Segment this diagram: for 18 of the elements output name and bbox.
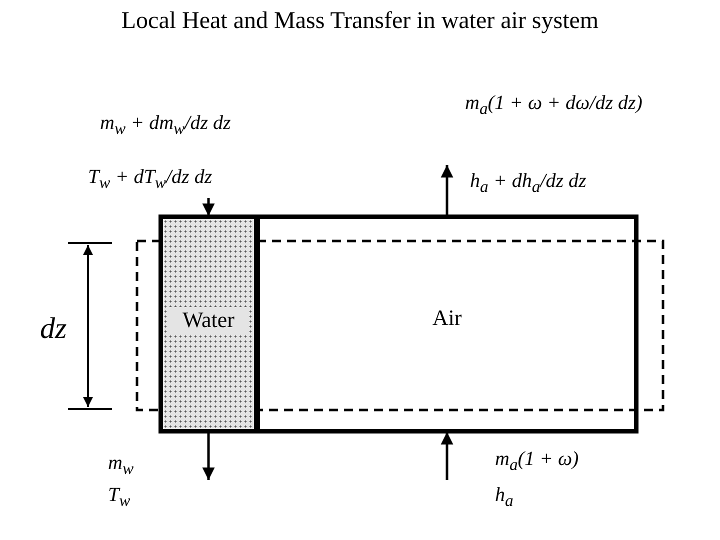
water-column (160, 216, 257, 432)
flow-arrow (440, 432, 454, 480)
formula-label: T$_{w}$ (108, 484, 130, 511)
title: Local Heat and Mass Transfer in water air system (120, 8, 600, 35)
column-label: Water (169, 307, 248, 333)
flow-arrow (202, 198, 215, 216)
formula-label: m$_{w}$ (108, 452, 134, 479)
formula-label: T$_{w}$ + dT$_{w}$/dz dz (88, 166, 212, 193)
air-column (257, 216, 637, 432)
formula-label: m$_{w}$ + dm$_{w}$/dz dz (100, 112, 231, 139)
formula-label: m$_{a}$(1 + ω) (495, 448, 579, 475)
formula-label: m$_{a}$(1 + ω + dω/dz dz) (465, 92, 642, 119)
flow-arrow (440, 165, 454, 216)
column-label: Air (431, 305, 463, 331)
flow-arrow (202, 432, 215, 480)
formula-label: h$_{a}$ (495, 484, 514, 511)
dimension-label: dz (40, 312, 67, 346)
formula-label: h$_{a}$ + dh$_{a}$/dz dz (470, 170, 586, 197)
